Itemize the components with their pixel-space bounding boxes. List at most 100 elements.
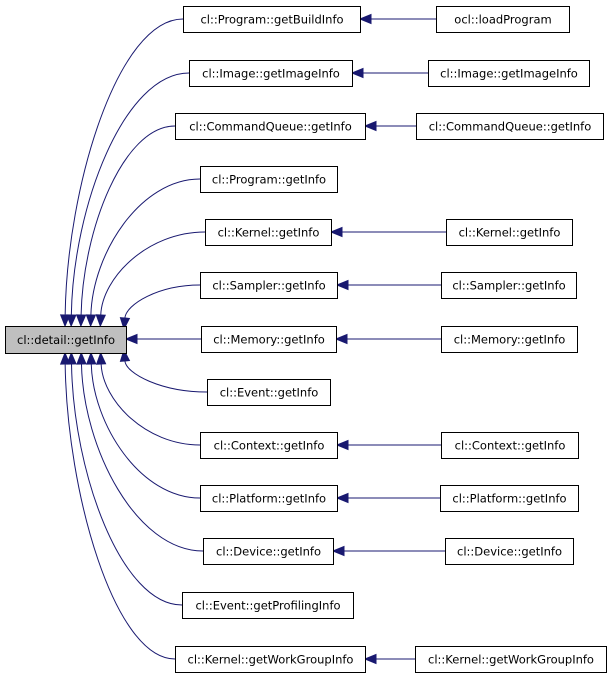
node-cl-platform-getinfo-9-box (200, 485, 338, 512)
node-cl-image-getimageinfo-caller-1-box (428, 60, 590, 87)
edge-ocl-loadprogram-0-to-middle-arrowhead (358, 13, 372, 25)
node-cl-memory-getinfo-6-label: cl::Memory::getInfo (213, 333, 325, 347)
edge-cl-kernel-getinfo-4-to-root-arrowhead (95, 314, 107, 328)
node-cl-device-getinfo-10-label: cl::Device::getInfo (216, 545, 321, 559)
node-cl-image-getimageinfo-caller-1[interactable]: cl::Image::getImageInfo (428, 60, 590, 87)
node-cl-program-getbuildinfo-0-box (183, 6, 361, 33)
edge-cl-context-getinfo-8-to-middle-arrowhead (335, 439, 349, 451)
edge-cl-kernel-getworkgroupinfo-12-to-root-arrowhead (59, 351, 71, 365)
node-cl-program-getbuildinfo-0[interactable]: cl::Program::getBuildInfo (183, 6, 361, 33)
node-cl-memory-getinfo-6-box (201, 326, 337, 353)
node-cl-kernel-getworkgroupinfo-12-box (175, 646, 366, 673)
node-cl-kernel-getworkgroupinfo-12-label: cl::Kernel::getWorkGroupInfo (188, 653, 354, 667)
edge-cl-image-getimageinfo-1-to-root (70, 72, 190, 316)
edge-cl-image-getimageinfo-1-to-middle-arrowhead (350, 67, 364, 79)
node-cl-device-getinfo-10-box (203, 538, 334, 565)
node-cl-sampler-getinfo-5-label: cl::Sampler::getInfo (212, 279, 325, 293)
edge-cl-device-getinfo-10-to-middle-arrowhead (331, 545, 345, 557)
node-cl-event-getprofilinginfo-11-box (182, 592, 354, 619)
edge-cl-platform-getinfo-9-to-root-arrowhead (86, 351, 97, 365)
node-cl-platform-getinfo-caller-9-box (440, 485, 579, 512)
edge-cl-event-getprofilinginfo-11-to-root (71, 363, 183, 606)
node-cl-sampler-getinfo-caller-5-box (441, 272, 577, 299)
node-cl-kernel-getworkgroupinfo-caller-12[interactable]: cl::Kernel::getWorkGroupInfo (415, 646, 607, 673)
node-cl-sampler-getinfo-5-box (200, 272, 338, 299)
edge-cl-kernel-getworkgroupinfo-12-to-middle-arrowhead (363, 653, 377, 665)
node-cl-detail-getinfo-box (5, 326, 127, 354)
edge-cl-context-getinfo-8-to-root-arrowhead (95, 351, 107, 365)
node-cl-kernel-getworkgroupinfo-caller-12-label: cl::Kernel::getWorkGroupInfo (428, 653, 594, 667)
node-cl-program-getinfo-3[interactable]: cl::Program::getInfo (200, 166, 338, 193)
edge-cl-program-getinfo-3-to-root-arrowhead (85, 314, 97, 328)
node-cl-image-getimageinfo-1-label: cl::Image::getImageInfo (202, 67, 340, 81)
edge-cl-commandqueue-getinfo-2-to-root-arrowhead (75, 314, 87, 328)
edge-cl-commandqueue-getinfo-2-to-middle-arrowhead (363, 120, 377, 132)
edge-layer (59, 13, 446, 665)
edge-cl-kernel-getworkgroupinfo-12-to-root (64, 363, 176, 660)
node-cl-detail-getinfo[interactable]: cl::detail::getInfo (5, 326, 127, 354)
node-cl-sampler-getinfo-caller-5-label: cl::Sampler::getInfo (452, 279, 565, 293)
node-cl-context-getinfo-8[interactable]: cl::Context::getInfo (200, 432, 338, 459)
edge-cl-image-getimageinfo-1-to-root-arrowhead (66, 314, 77, 328)
node-cl-memory-getinfo-caller-6-label: cl::Memory::getInfo (454, 333, 566, 347)
node-cl-commandqueue-getinfo-2[interactable]: cl::CommandQueue::getInfo (175, 113, 366, 140)
edge-cl-device-getinfo-10-to-root (80, 363, 204, 552)
node-cl-kernel-getinfo-4-label: cl::Kernel::getInfo (218, 226, 320, 240)
node-cl-kernel-getinfo-caller-4-label: cl::Kernel::getInfo (459, 226, 561, 240)
node-cl-commandqueue-getinfo-2-label: cl::CommandQueue::getInfo (189, 120, 352, 134)
node-cl-program-getbuildinfo-0-label: cl::Program::getBuildInfo (200, 13, 343, 27)
node-cl-device-getinfo-10[interactable]: cl::Device::getInfo (203, 538, 334, 565)
node-cl-context-getinfo-8-label: cl::Context::getInfo (214, 439, 325, 453)
node-cl-device-getinfo-caller-10-label: cl::Device::getInfo (457, 545, 562, 559)
node-cl-platform-getinfo-9-label: cl::Platform::getInfo (212, 492, 326, 506)
node-cl-kernel-getinfo-caller-4[interactable]: cl::Kernel::getInfo (446, 219, 573, 246)
edge-cl-memory-getinfo-6-to-root-arrowhead (124, 333, 138, 345)
node-cl-commandqueue-getinfo-2-box (175, 113, 366, 140)
edge-cl-event-getinfo-7-to-root (124, 360, 208, 393)
node-cl-commandqueue-getinfo-caller-2[interactable]: cl::CommandQueue::getInfo (416, 113, 604, 140)
edge-cl-program-getinfo-3-to-root (90, 178, 201, 316)
node-cl-memory-getinfo-caller-6[interactable]: cl::Memory::getInfo (441, 326, 578, 353)
node-cl-event-getprofilinginfo-11[interactable]: cl::Event::getProfilingInfo (182, 592, 354, 619)
node-cl-kernel-getinfo-4-box (205, 219, 332, 246)
node-cl-event-getinfo-7-box (207, 379, 331, 406)
node-cl-memory-getinfo-6[interactable]: cl::Memory::getInfo (201, 326, 337, 353)
node-cl-context-getinfo-8-box (200, 432, 338, 459)
node-cl-program-getinfo-3-label: cl::Program::getInfo (212, 173, 326, 187)
edge-cl-context-getinfo-8-to-root (100, 363, 201, 446)
node-cl-context-getinfo-caller-8[interactable]: cl::Context::getInfo (441, 432, 579, 459)
edge-cl-memory-getinfo-6-to-middle-arrowhead (334, 333, 348, 345)
node-cl-program-getinfo-3-box (200, 166, 338, 193)
node-cl-kernel-getinfo-caller-4-box (446, 219, 573, 246)
edge-cl-platform-getinfo-9-to-root (90, 363, 201, 499)
edge-cl-commandqueue-getinfo-2-to-root (80, 125, 176, 316)
node-ocl-loadprogram-caller-0[interactable]: ocl::loadProgram (436, 6, 570, 33)
node-cl-context-getinfo-caller-8-box (441, 432, 579, 459)
edge-cl-sampler-getinfo-5-to-middle-arrowhead (335, 279, 349, 291)
node-cl-kernel-getworkgroupinfo-caller-12-box (415, 646, 607, 673)
node-cl-kernel-getworkgroupinfo-12[interactable]: cl::Kernel::getWorkGroupInfo (175, 646, 366, 673)
edge-cl-sampler-getinfo-5-to-root (124, 284, 201, 319)
node-cl-device-getinfo-caller-10-box (445, 538, 574, 565)
node-cl-commandqueue-getinfo-caller-2-box (416, 113, 604, 140)
node-cl-commandqueue-getinfo-caller-2-label: cl::CommandQueue::getInfo (429, 120, 592, 134)
node-cl-memory-getinfo-caller-6-box (441, 326, 578, 353)
edge-cl-kernel-getinfo-4-to-middle-arrowhead (329, 226, 343, 238)
node-cl-sampler-getinfo-5[interactable]: cl::Sampler::getInfo (200, 272, 338, 299)
node-cl-kernel-getinfo-4[interactable]: cl::Kernel::getInfo (205, 219, 332, 246)
edge-cl-device-getinfo-10-to-root-arrowhead (76, 351, 87, 365)
node-cl-image-getimageinfo-1-box (189, 60, 353, 87)
node-cl-context-getinfo-caller-8-label: cl::Context::getInfo (455, 439, 566, 453)
node-ocl-loadprogram-caller-0-box (436, 6, 570, 33)
node-cl-event-getinfo-7[interactable]: cl::Event::getInfo (207, 379, 331, 406)
node-cl-event-getprofilinginfo-11-label: cl::Event::getProfilingInfo (195, 599, 340, 613)
node-cl-detail-getinfo-label: cl::detail::getInfo (17, 333, 115, 347)
node-cl-image-getimageinfo-1[interactable]: cl::Image::getImageInfo (189, 60, 353, 87)
node-ocl-loadprogram-caller-0-label: ocl::loadProgram (454, 13, 551, 27)
node-cl-platform-getinfo-caller-9[interactable]: cl::Platform::getInfo (440, 485, 579, 512)
node-cl-sampler-getinfo-caller-5[interactable]: cl::Sampler::getInfo (441, 272, 577, 299)
node-cl-platform-getinfo-9[interactable]: cl::Platform::getInfo (200, 485, 338, 512)
node-cl-event-getinfo-7-label: cl::Event::getInfo (220, 386, 319, 400)
node-cl-device-getinfo-caller-10[interactable]: cl::Device::getInfo (445, 538, 574, 565)
